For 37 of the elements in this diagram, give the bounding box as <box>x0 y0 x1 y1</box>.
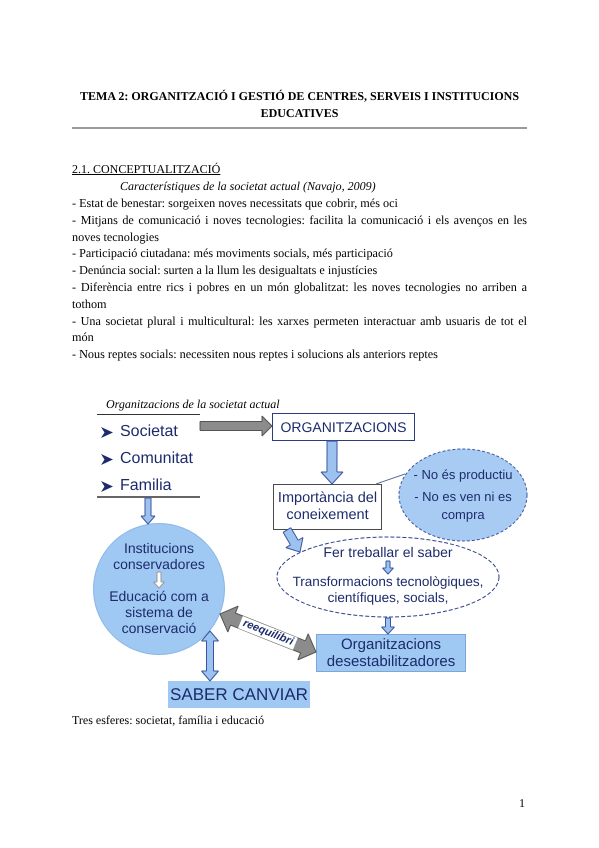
ellipse-text: Transformacions tecnològiques, científiques, socials, <box>282 574 494 606</box>
concept-box: Importància del coneixement <box>273 484 382 530</box>
bullet-text: - Una societat plural i multicultural: les xarxes permeten interactuar amb usuaris de tot el món <box>72 312 527 346</box>
concept-box: Organitzacions desestabilitzadores <box>316 634 466 672</box>
page-number: 1 <box>519 795 525 812</box>
arrow <box>153 572 165 588</box>
diagram-heading: Organitzacions de la societat actual <box>106 396 280 413</box>
circle-text: Institucions conservadores <box>102 540 216 572</box>
bullet-text: - Participació ciutadana: més moviments socials, més participació <box>72 245 394 262</box>
arrow <box>140 498 156 524</box>
connector-line <box>376 474 406 484</box>
figure-caption: Tres esferes: societat, família i educació <box>72 712 264 729</box>
concept-box: ORGANITZACIONS <box>272 413 415 441</box>
arrow <box>382 560 394 574</box>
bullet-text: - Denúncia social: surten a la llum les desigualtats e injustícies <box>72 262 378 279</box>
page-title: TEMA 2: ORGANITZACIÓ I GESTIÓ DE CENTRES, SERVEIS I INSTITUCIONS EDUCATIVES <box>78 88 520 122</box>
double-arrow <box>201 630 219 682</box>
concept-box: SABER CANVIAR <box>168 681 310 708</box>
arrow <box>282 527 304 552</box>
list-item: Societat <box>120 422 178 442</box>
arrow <box>381 618 395 634</box>
ellipse-text: - No és productiu <box>414 466 512 484</box>
ellipse-text: - No es ven ni es compra <box>413 488 513 524</box>
bullet-text: - Mitjans de comunicació i noves tecnologies: facilita la comunicació i els avenços en les noves tecnologies <box>72 212 527 246</box>
arrow <box>200 416 272 436</box>
list-item: Comunitat <box>120 449 193 469</box>
section-heading: 2.1. CONCEPTUALITZACIÓ <box>72 161 220 178</box>
bullet-text: - Nous reptes socials: necessiten nous reptes i solucions als anteriors reptes <box>72 346 439 363</box>
subtitle-text: Característiques de la societat actual (Navajo, 2009) <box>120 178 376 195</box>
bullet-text: - Diferència entre rics i pobres en un món globalitzat: les noves tecnologies no arriben a tothom <box>72 278 527 313</box>
dashed-ellipse <box>276 536 500 618</box>
list-item: Familia <box>120 476 172 496</box>
ellipse-text: Fer treballar el saber <box>323 544 453 561</box>
callout-ellipse <box>398 448 528 542</box>
bullet-text: - Estat de benestar: sorgeixen noves necessitats que cobrir, més oci <box>72 195 399 212</box>
circle-text: Educació com a sistema de conservació <box>102 588 216 636</box>
arrow <box>320 440 344 484</box>
